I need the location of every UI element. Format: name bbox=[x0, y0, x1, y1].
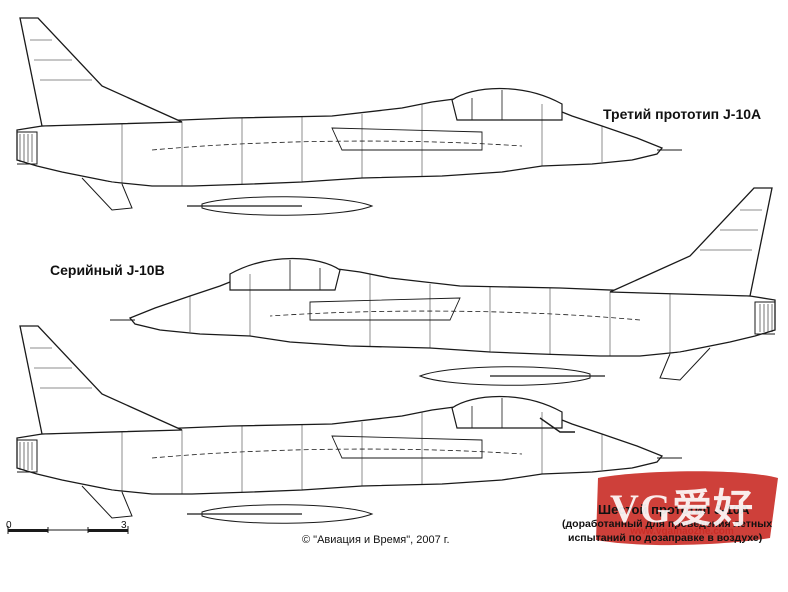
watermark-url: www.vgaihaozhe.com bbox=[630, 526, 734, 537]
label-sixth-note-line2: испытаний по дозаправке в воздухе) bbox=[568, 532, 763, 544]
watermark-shape bbox=[596, 471, 778, 546]
label-serial-j10b: Серийный J-10B bbox=[50, 262, 165, 278]
drawing-sheet bbox=[7, 17, 778, 546]
scale-end-label: 3 bbox=[121, 520, 127, 531]
scale-bar bbox=[7, 526, 129, 534]
scale-start-label: 0 bbox=[6, 520, 12, 531]
aircraft-sixth-prototype bbox=[16, 325, 683, 524]
label-sixth-note-line1: (доработанный для проведения летных bbox=[562, 518, 773, 530]
watermark-logo: VG爱好者 www.vgaihaozhe.com bbox=[592, 472, 772, 589]
copyright-text: © "Авиация и Время", 2007 г. bbox=[302, 534, 450, 546]
aircraft-third-prototype bbox=[16, 17, 683, 216]
aircraft-serial-j10b bbox=[109, 187, 776, 386]
label-sixth-prototype: Шестой прототип J-10A bbox=[598, 502, 750, 517]
label-third-prototype: Третий прототип J-10A bbox=[603, 106, 762, 122]
